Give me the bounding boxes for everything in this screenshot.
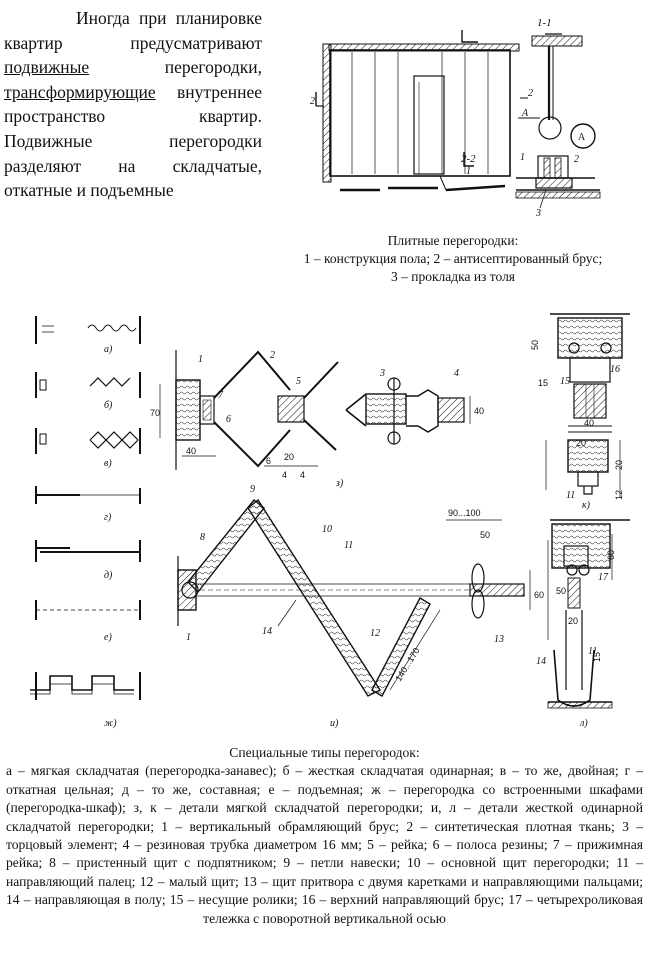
fig2-dim-60b: 60 [606,550,616,560]
fig2-dim-40c: 40 [584,418,594,428]
fig2-dim-60a: 60 [534,590,544,600]
fig2-label-d: д) [104,570,113,581]
fig2-label-n8: 8 [200,532,205,543]
fig2-dim-20d: 20 [568,616,578,626]
fig1-label-m1a: 1 [466,166,471,177]
fig2-label-n10: 10 [322,524,332,535]
figure1-caption: Плитные перегородки: 1 – конструкция пол… [262,232,644,286]
fig1-label-section22: 2-2 [461,153,476,165]
fig2-label-n11b: 11 [566,490,575,501]
fig2-label-n4: 4 [454,368,459,379]
fig2-detail-z-labels: 1 2 5 7 6 3 4 70 40 6 20 4 4 40 з) [150,350,484,489]
fig2-label-n1b: 1 [186,632,191,643]
fig1-label-A: А [521,108,529,119]
fig1-label-m2a: 2 [310,96,315,107]
fig2-dim-4b: 4 [300,470,305,480]
fig2-label-n1: 1 [198,354,203,365]
intro-text-2: перегородки, [89,57,262,78]
fig2-dim-50c: 50 [556,586,566,596]
fig2-label-n11: 11 [344,540,353,551]
fig2-label-v: в) [104,458,112,469]
fig2-label-n11c: 11 [588,646,597,657]
fig2-dim-20b: 20 [576,438,586,448]
fig2-label-zh: ж) [104,718,117,729]
figure2-caption-body: а – мягкая складчатая (перегородка-занав… [6,763,643,926]
fig2-dim-90: 90...100 [448,508,481,518]
fig2-label-a: а) [104,344,113,355]
fig2-dim-20: 20 [284,452,294,462]
fig1-labels: 1-1 2-2 2 2 1 А А 1 2 3 [310,17,586,219]
fig2-dim-70: 70 [150,408,160,418]
fig2-detail-z [159,350,471,470]
fig2-dim-40a: 40 [186,446,196,456]
fig2-label-n5: 5 [296,376,301,387]
figure1-caption-line1: 1 – конструкция пола; 2 – антисептирован… [303,251,603,266]
fig1-label-n1: 1 [520,152,525,163]
fig1-elevation-frame [329,49,511,177]
figure1-caption-line2: 3 – прокладка из толя [390,269,516,284]
fig2-label-n15: 15 [560,376,570,387]
fig2-schematics-left [30,316,141,700]
fig2-details-right-labels: 50 15 40 20 20 12 15 16 11 к) 60 17 50 2… [530,340,624,729]
fig2-dim-20c: 20 [614,460,624,470]
intro-text-3: внутреннее пространство квартир. Подвижн… [4,81,262,201]
fig2-detail-i [177,498,531,697]
fig1-label-section11: 1-1 [537,17,552,29]
intro-text-1: Иногда при планировке квартир предусматр… [4,8,262,53]
figure1-caption-title: Плитные перегородки: [387,233,519,248]
fig2-label-b: б) [104,400,113,411]
fig1-label-n3: 3 [535,208,541,219]
fig2-dim-50a: 50 [530,340,540,350]
fig2-label-n16: 16 [610,364,620,375]
fig2-label-n9: 9 [250,484,255,495]
fig2-label-g: г) [104,512,112,523]
fig2-label-l: л) [579,718,588,729]
figure2-caption: Специальные типы перегородок: а – мягкая… [6,744,643,928]
fig2-label-n2: 2 [270,350,275,361]
fig2-dim-50b: 50 [480,530,490,540]
fig2-schematic-labels: а) б) в) г) д) е) ж) [104,344,117,729]
fig2-label-n14: 14 [262,626,272,637]
fig1-door [413,75,445,175]
fig2-label-i: и) [330,718,339,729]
fig2-label-n7: 7 [218,390,224,401]
figure1-drawing [315,30,601,209]
fig2-label-z: з) [335,478,344,489]
fig2-label-n14b: 14 [536,656,546,667]
intro-underlined-transforming: трансформирующие [4,81,156,102]
fig2-dim-6: 6 [266,456,271,466]
fig1-label-n2: 2 [574,154,579,165]
fig2-label-n12: 12 [370,628,380,639]
fig2-label-n6: 6 [226,414,231,425]
fig2-dim-15b: 15 [592,652,602,662]
fig2-label-n3: 3 [379,368,385,379]
fig2-label-k: к) [582,500,591,511]
fig1-label-A-circle: А [578,132,586,143]
fig2-details-right [545,313,630,709]
fig2-dim-12: 12 [614,490,624,500]
intro-underlined-movable: подвижные [4,57,90,78]
fig2-label-n17: 17 [598,572,609,583]
fig2-label-e: е) [104,632,112,643]
figure2-caption-title: Специальные типы перегородок: [229,745,420,760]
intro-paragraph: Иногда при планировке квартир предусматр… [4,6,262,203]
fig2-dim-40b: 40 [474,406,484,416]
fig2-label-n13: 13 [494,634,504,645]
fig2-dim-15: 15 [538,378,548,388]
fig2-dim-4a: 4 [282,470,287,480]
fig1-label-m2b: 2 [528,88,533,99]
